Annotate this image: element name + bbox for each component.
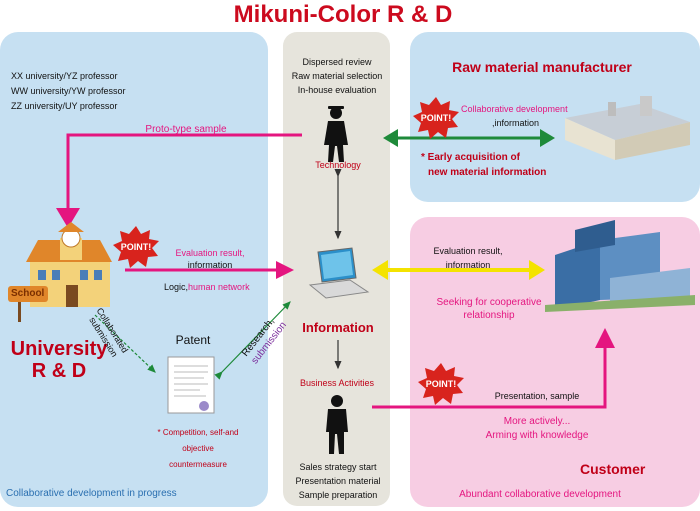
customer-footer: Abundant collaborative development (459, 489, 621, 500)
professor-3: ZZ university/UY professor (11, 101, 118, 111)
professor-2: WW university/YW professor (11, 86, 126, 96)
customer-heading: Customer (580, 461, 646, 477)
competition-line-1: * Competition, self-and (157, 428, 239, 437)
point-badge-raw: POINT! (413, 97, 459, 139)
university-heading-2: R & D (31, 360, 87, 382)
center-bottom-1: Sales strategy start (299, 462, 377, 472)
school-sign-text: School (11, 288, 45, 299)
center-top-2: Raw material selection (291, 71, 383, 81)
customer-presentation: Presentation, sample (494, 391, 580, 401)
laptop-illustration (308, 247, 370, 299)
customer-seek-2: relationship (463, 310, 515, 321)
raw-early-2: new material information (428, 167, 547, 178)
technology-label: Technology (315, 160, 361, 170)
university-footer: Collaborative development in progress (6, 488, 177, 499)
customer-more-1: More actively... (503, 416, 571, 427)
logic-prefix: Logic, (164, 282, 189, 292)
customer-more-2: Arming with knowledge (485, 430, 589, 441)
information-label: Information (302, 320, 374, 335)
center-bottom-2: Presentation material (295, 476, 381, 486)
business-label: Business Activities (299, 378, 375, 388)
university-heading-1: University (10, 338, 108, 360)
customer-seek-1: Seeking for cooperative (436, 297, 542, 308)
patent-document (167, 356, 215, 414)
center-top-3: In-house evaluation (297, 85, 377, 95)
center-top-1: Dispersed review (302, 57, 372, 67)
raw-info-label: ,information (492, 118, 540, 128)
businessman-figure-top (324, 106, 348, 162)
point-badge-university: POINT! (113, 226, 159, 268)
businessman-figure-bottom (326, 395, 348, 454)
page-title: Mikuni-Color R & D (233, 1, 453, 28)
logic-label: Logic,human network (164, 282, 250, 292)
logic-highlight: human network (188, 282, 250, 292)
competition-line-2: objective (182, 444, 214, 453)
school-building (8, 222, 112, 322)
evaluation-label-1: Evaluation result, (175, 248, 245, 258)
office-building-illustration (545, 220, 695, 312)
factory-illustration (565, 96, 690, 160)
prototype-arrowhead (56, 208, 80, 228)
prototype-label: Proto-type sample (145, 124, 227, 135)
evaluation-arrowhead (276, 261, 294, 279)
competition-line-3: countermeasure (169, 460, 227, 469)
center-bottom-3: Sample preparation (298, 490, 378, 500)
research-arrow (214, 301, 291, 380)
collab-submission-arrow (94, 314, 156, 373)
point-badge-customer: POINT! (418, 363, 464, 405)
prototype-arrow (66, 133, 302, 212)
customer-eval-2: information (445, 260, 491, 270)
professor-1: XX university/YZ professor (11, 71, 118, 81)
raw-collab-label: Collaborative development (461, 104, 568, 114)
raw-heading: Raw material manufacturer (452, 59, 632, 75)
evaluation-label-2: information (187, 260, 233, 270)
customer-eval-1: Evaluation result, (433, 246, 503, 256)
presentation-arrow (372, 345, 607, 409)
raw-early-1: * Early acquisition of (421, 152, 520, 163)
patent-label: Patent (175, 333, 211, 347)
